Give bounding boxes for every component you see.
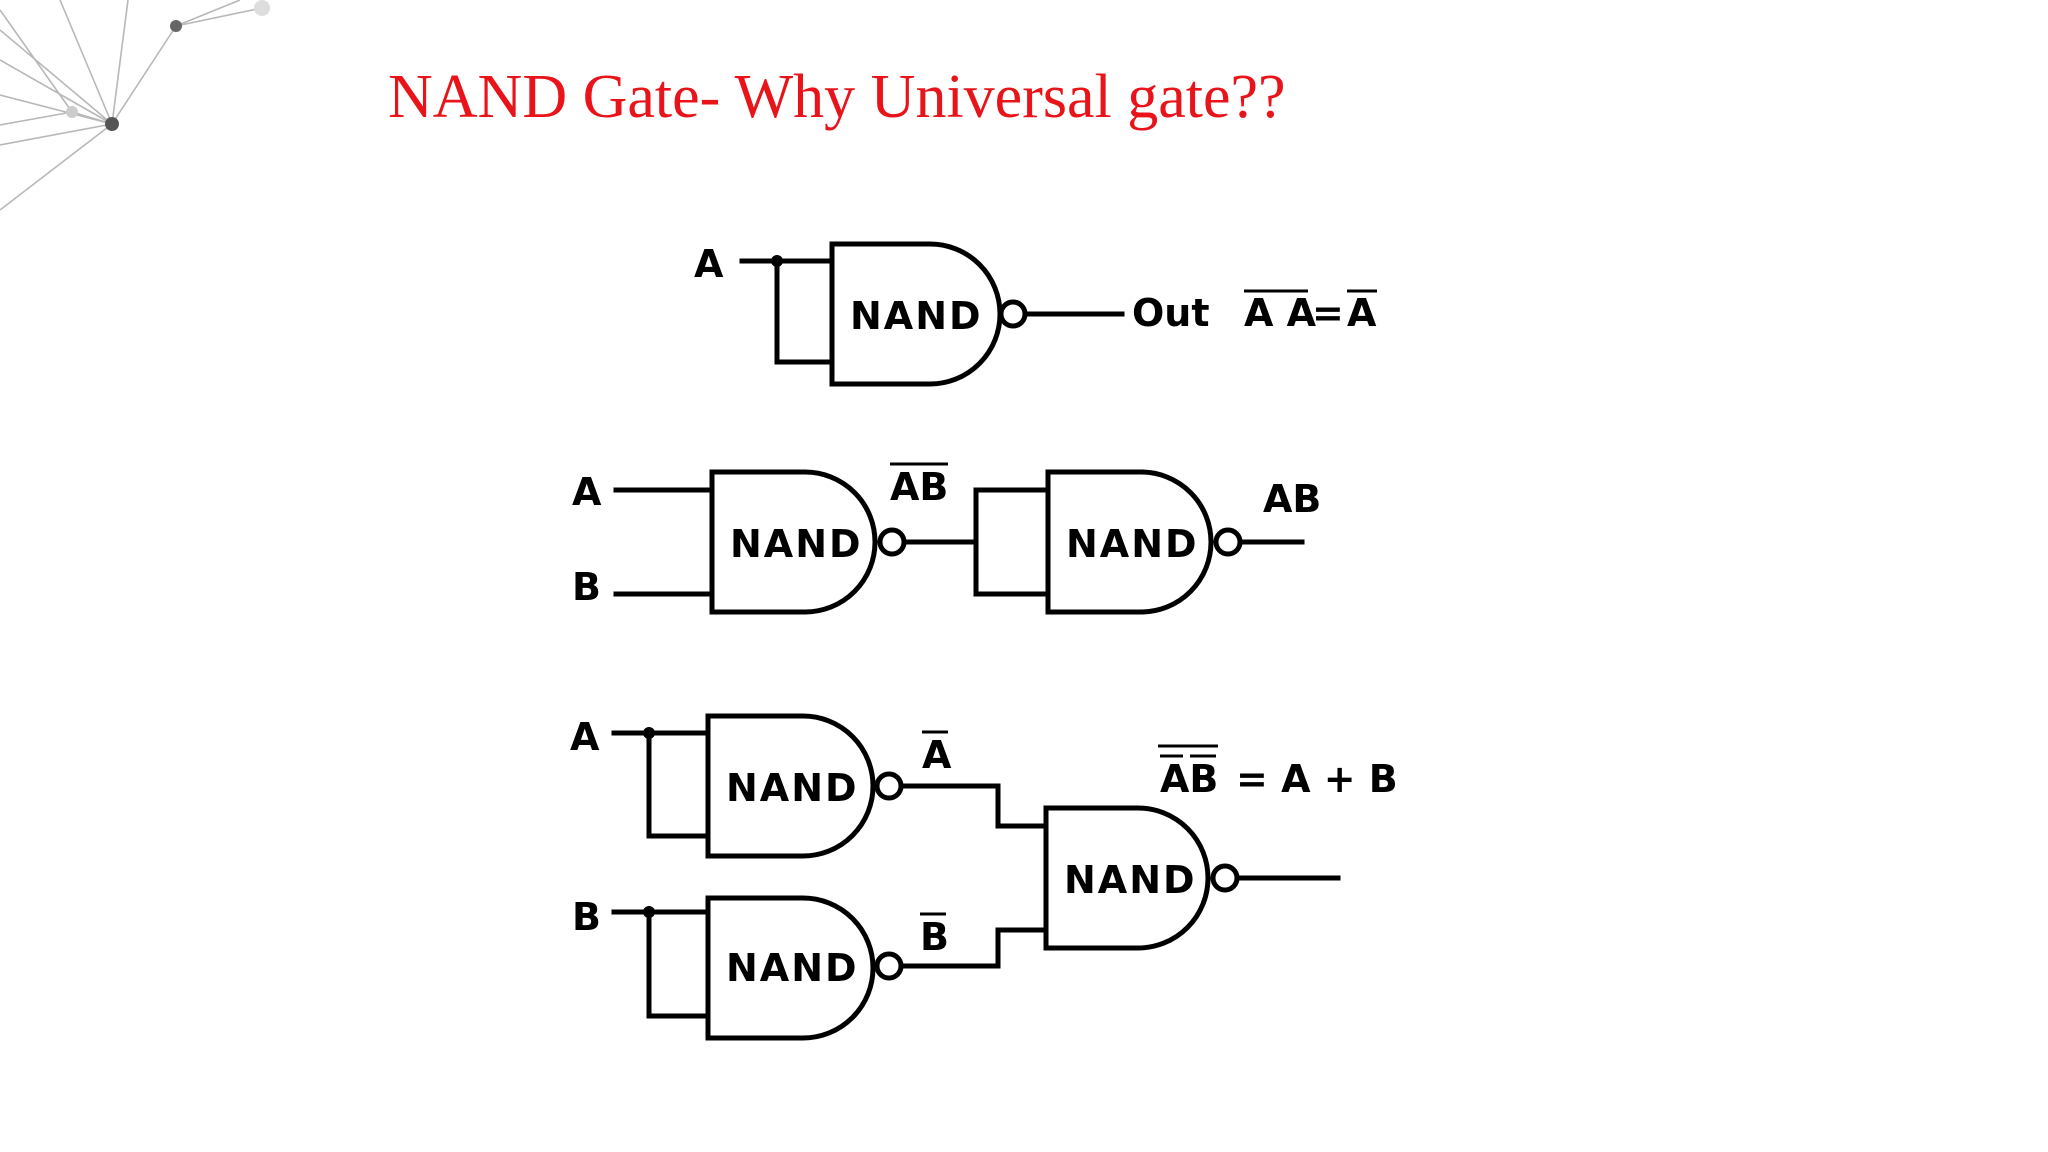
nand-bubble-3c (1210, 863, 1240, 893)
nand-bubble-2a (877, 527, 907, 557)
wire-c3-abar (898, 783, 1049, 829)
label-input-a: A (694, 242, 724, 286)
eq-or-rest: = A + B (1236, 757, 1398, 801)
nand-bubble-3a (874, 771, 904, 801)
circuit-not: NAND A Out A A = A (694, 241, 1377, 387)
label-input-b: B (572, 565, 601, 609)
wire-c3-bbar (898, 927, 1049, 969)
circuit-or: NAND NAND NAND A B A B AB = A + B (570, 713, 1398, 1041)
label-and-ab: AB (1263, 477, 1321, 521)
label-nand-ab: AB (890, 465, 948, 509)
nand-gate-3a (705, 713, 876, 859)
nand-gate-2a (709, 469, 878, 615)
circuit-and: NAND NAND A B AB AB (572, 462, 1321, 615)
nand-bubble-3b (874, 951, 904, 981)
nand-bubble-1 (998, 299, 1028, 329)
wire-c3-loop-b (646, 909, 711, 1019)
eq-lhs: A A (1244, 291, 1317, 335)
wire-c2-loop (973, 487, 1051, 597)
label-input-b: B (572, 895, 601, 939)
gate-label: NAND (726, 766, 859, 810)
wire-c1-loop (774, 258, 835, 365)
nand-gate-3b (705, 895, 876, 1041)
nand-gate-3c (1043, 805, 1211, 951)
slide-title: NAND Gate- Why Universal gate?? (388, 63, 1286, 131)
eq-rhs: A (1347, 291, 1377, 335)
nand-bubble-2b (1213, 527, 1243, 557)
label-a-bar: A (922, 733, 952, 777)
label-out: Out (1132, 291, 1210, 335)
gate-label: NAND (1066, 522, 1199, 566)
label-input-a: A (572, 470, 602, 514)
eq-or-lhs: AB (1160, 757, 1218, 801)
gate-label: NAND (730, 522, 863, 566)
gate-label: NAND (1064, 858, 1197, 902)
gate-label: NAND (850, 294, 983, 338)
network-decoration (0, 0, 270, 211)
nand-gate-2b (1045, 469, 1214, 615)
label-input-a: A (570, 715, 600, 759)
label-b-bar: B (920, 915, 949, 959)
eq-sign: = (1312, 291, 1344, 335)
wire-c3-loop-a (646, 730, 711, 839)
gate-label: NAND (726, 946, 859, 990)
